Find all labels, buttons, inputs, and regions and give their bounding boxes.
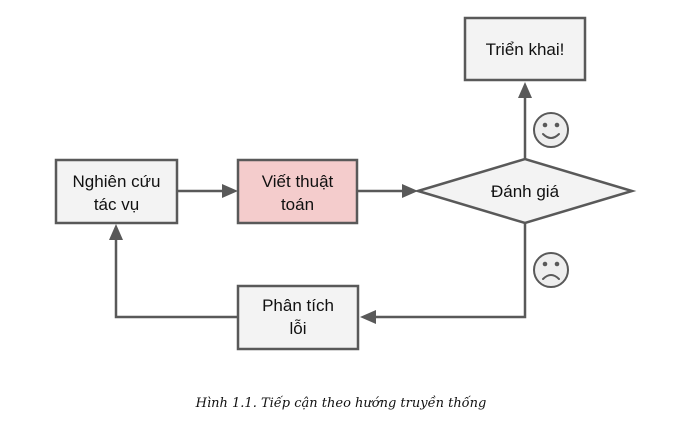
node-analyze-box (236, 284, 360, 351)
connectors (109, 82, 532, 324)
arrowhead-evaluate-to-deploy (518, 82, 532, 98)
node-analyze-line2: lỗi (289, 319, 306, 338)
node-evaluate: Đánh giá (413, 157, 637, 225)
node-write-box (236, 158, 359, 225)
node-write-line2: toán (281, 195, 314, 214)
node-research: Nghiên cứu tác vụ (54, 158, 179, 225)
node-analyze: Phân tích lỗi (236, 284, 360, 351)
node-evaluate-diamond (413, 157, 637, 225)
node-deploy-label: Triển khai! (486, 40, 565, 59)
arrowhead-write-to-evaluate (402, 184, 418, 198)
node-research-line2: tác vụ (94, 195, 139, 214)
arrowhead-analyze-to-research (109, 224, 123, 240)
arrowhead-evaluate-to-analyze (360, 310, 376, 324)
arrow-analyze-to-research (114, 238, 237, 319)
node-research-line1: Nghiên cứu (73, 172, 161, 191)
node-research-box (54, 158, 179, 225)
node-analyze-line1: Phân tích (262, 296, 334, 315)
arrowhead-research-to-write (222, 184, 238, 198)
node-write-line1: Viết thuật (262, 172, 334, 191)
arrow-evaluate-to-analyze (375, 223, 527, 319)
node-write: Viết thuật toán (236, 158, 359, 225)
happy-face-icon (533, 112, 569, 148)
node-deploy-box (463, 16, 587, 82)
node-evaluate-label: Đánh giá (491, 182, 560, 201)
node-deploy: Triển khai! (463, 16, 587, 82)
figure-caption: Hình 1.1. Tiếp cận theo hướng truyền thố… (195, 395, 487, 411)
sad-face-icon (533, 252, 569, 288)
